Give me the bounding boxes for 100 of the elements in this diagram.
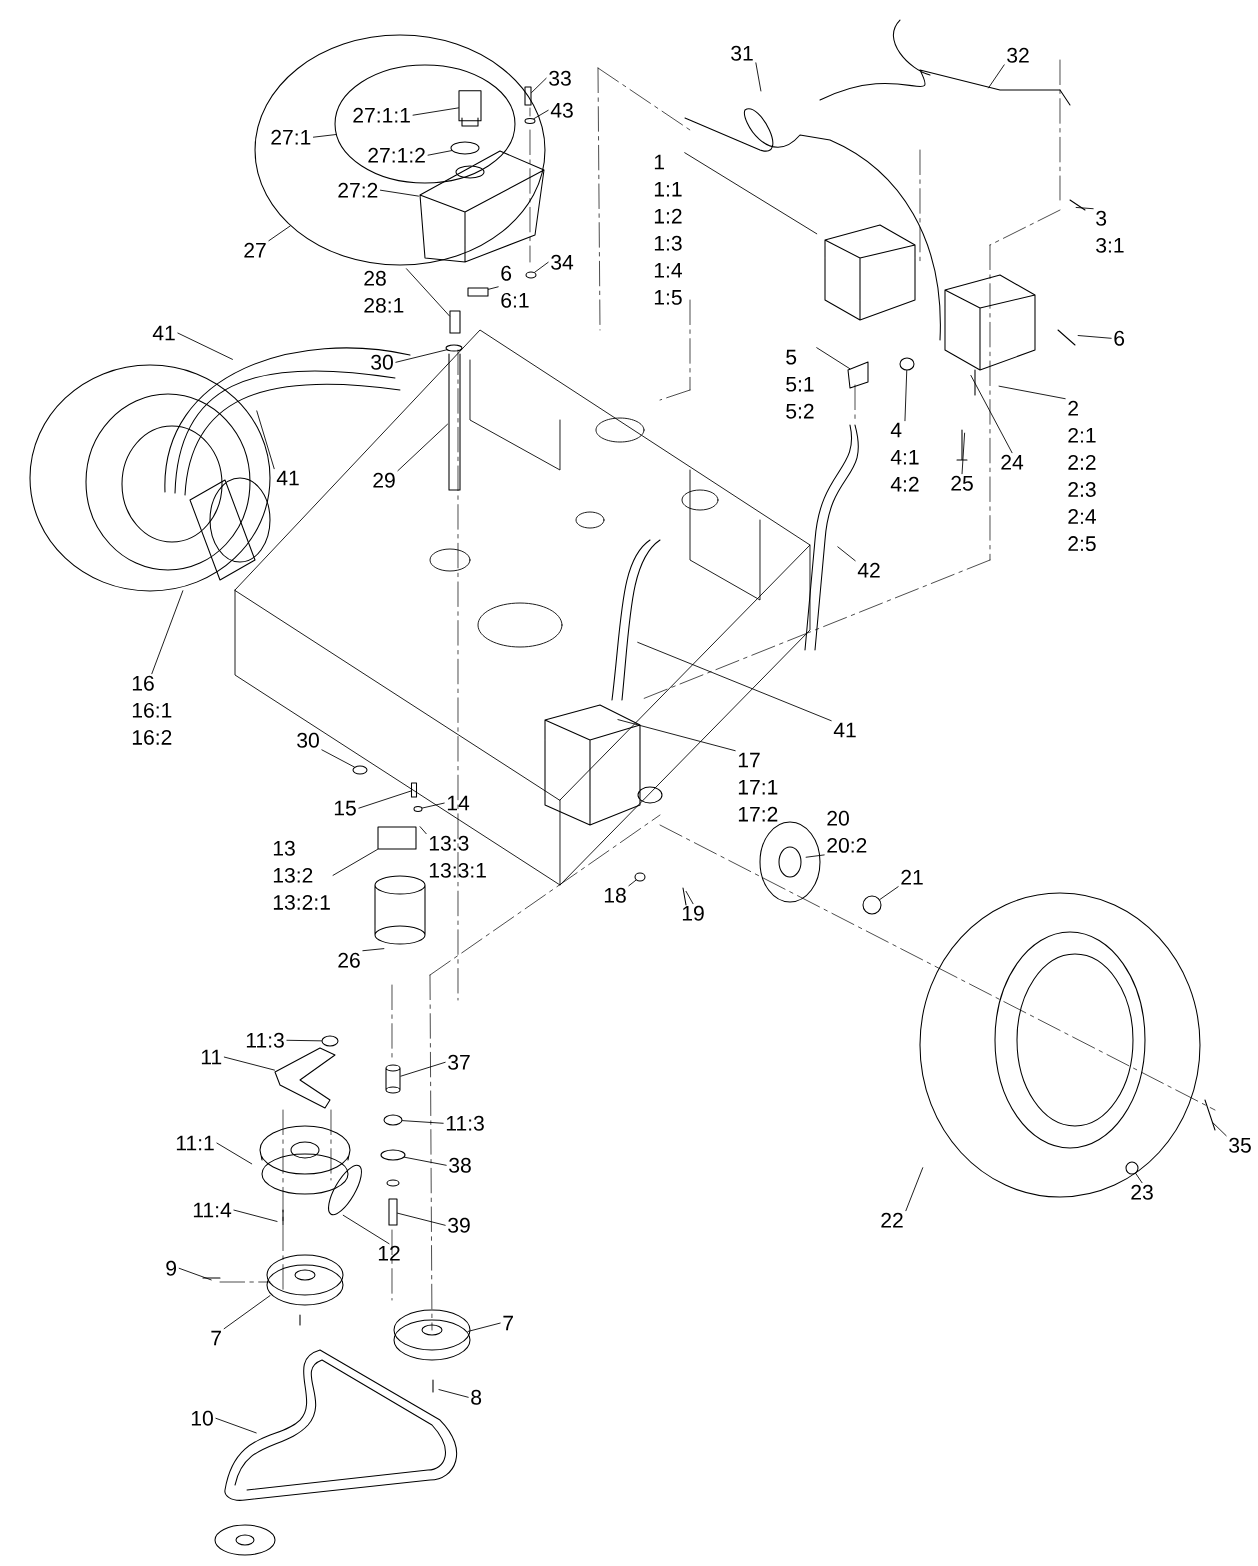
washer xyxy=(413,806,423,813)
leader-line xyxy=(879,886,899,900)
leader-line xyxy=(427,150,453,156)
nut xyxy=(862,895,882,915)
callout-number: 32 xyxy=(1007,47,1029,63)
callout-number: 34 xyxy=(551,254,574,270)
callout-number: 28 28:1 xyxy=(364,270,404,313)
leader-line xyxy=(321,749,355,768)
callout-number: 27:1:1 xyxy=(353,107,410,123)
callout-number: 19 xyxy=(682,905,704,921)
elbow-fitting xyxy=(467,287,489,297)
callout-number: 35 xyxy=(1229,1137,1251,1153)
callout-number: 13:3 13:3:1 xyxy=(429,835,486,878)
leader-line xyxy=(637,641,832,722)
callout-number: 30 xyxy=(371,354,393,370)
callout-number: 27:1:2 xyxy=(368,147,425,163)
leader-line xyxy=(684,152,818,235)
callout-number: 26 xyxy=(338,952,360,968)
leader-line xyxy=(438,1389,469,1398)
callout-number: 4 4:1 4:2 xyxy=(890,422,919,492)
callout-number: 38 xyxy=(449,1157,471,1173)
bushing xyxy=(321,1035,339,1047)
callout-number: 20 20:2 xyxy=(827,810,867,853)
leader-line xyxy=(268,225,291,242)
leader-line xyxy=(233,1209,278,1222)
leader-line xyxy=(421,802,445,809)
cap-drawing xyxy=(458,90,482,127)
bushing xyxy=(383,1114,403,1126)
callout-number: 15 xyxy=(334,800,356,816)
leader-line xyxy=(256,410,275,470)
callout-number: 6 xyxy=(1114,330,1125,346)
leader-line xyxy=(1075,207,1094,210)
callout-number: 1 1:1 1:2 1:3 1:4 1:5 xyxy=(654,154,682,305)
leader-line xyxy=(332,848,378,876)
leader-line xyxy=(628,879,637,887)
filter-head xyxy=(377,826,417,850)
leader-line xyxy=(177,332,233,360)
leader-line xyxy=(402,1120,444,1124)
o-ring xyxy=(450,141,480,155)
leader-line xyxy=(488,286,499,290)
bolt xyxy=(524,86,532,106)
leader-line xyxy=(998,385,1066,400)
leader-line xyxy=(1135,1172,1143,1184)
leader-line xyxy=(816,347,851,370)
callout-number: 16 16:1 16:2 xyxy=(132,675,172,745)
callout-number: 43 xyxy=(550,102,573,118)
leader-line xyxy=(342,1214,390,1245)
callout-number: 31 xyxy=(731,45,753,61)
leader-line xyxy=(397,1212,446,1226)
leader-line xyxy=(533,109,549,120)
washer xyxy=(524,118,536,125)
callout-number: 41 xyxy=(833,722,856,738)
callout-number: 11:3 xyxy=(446,1115,484,1131)
leader-line xyxy=(970,375,1013,454)
leader-line xyxy=(531,77,547,93)
leader-line xyxy=(904,370,908,422)
leader-line xyxy=(412,107,459,116)
leader-line xyxy=(1211,1121,1227,1137)
fitting xyxy=(449,310,461,334)
leader-line xyxy=(286,1039,322,1042)
bolt xyxy=(388,1198,398,1226)
callout-number: 7 xyxy=(503,1315,513,1331)
leader-line xyxy=(216,1142,253,1165)
callout-number: 25 xyxy=(951,475,973,491)
leader-line xyxy=(685,890,694,905)
callout-number: 18 xyxy=(604,887,626,903)
leader-line xyxy=(419,826,427,835)
callout-number: 30 xyxy=(297,732,319,748)
washer xyxy=(352,765,368,775)
callout-number: 17 17:1 17:2 xyxy=(738,752,778,822)
group-outline xyxy=(334,64,516,184)
callout-number: 10 xyxy=(191,1410,213,1426)
callout-number: 5 5:1 5:2 xyxy=(786,349,814,419)
fitting xyxy=(899,357,915,371)
callout-number: 27 xyxy=(244,242,266,258)
leader-line xyxy=(534,261,549,273)
leader-line xyxy=(215,1417,257,1434)
callout-number: 39 xyxy=(448,1217,470,1233)
callout-number: 22 xyxy=(881,1212,903,1228)
leader-line xyxy=(362,948,385,952)
leader-line xyxy=(755,62,762,92)
callout-number: 33 xyxy=(549,70,571,86)
leader-line xyxy=(905,1167,924,1212)
nut xyxy=(1125,1161,1139,1175)
leader-line xyxy=(1077,335,1112,339)
screw xyxy=(410,782,418,798)
leader-line xyxy=(223,1295,271,1330)
callout-number: 27:1 xyxy=(271,129,311,145)
callout-number: 7 xyxy=(211,1330,221,1346)
callout-number: 42 xyxy=(857,562,880,578)
callout-number: 27:2 xyxy=(338,182,378,198)
leader-line xyxy=(805,854,825,858)
callout-number: 11 xyxy=(201,1049,222,1065)
leader-line xyxy=(380,189,419,197)
callout-number: 12 xyxy=(378,1245,400,1261)
callout-number: 13 13:2 13:2:1 xyxy=(273,840,330,910)
callout-number: 3 3:1 xyxy=(1096,210,1124,253)
leader-line xyxy=(467,1322,501,1332)
washer xyxy=(634,872,646,882)
callout-number: 23 xyxy=(1131,1184,1153,1200)
